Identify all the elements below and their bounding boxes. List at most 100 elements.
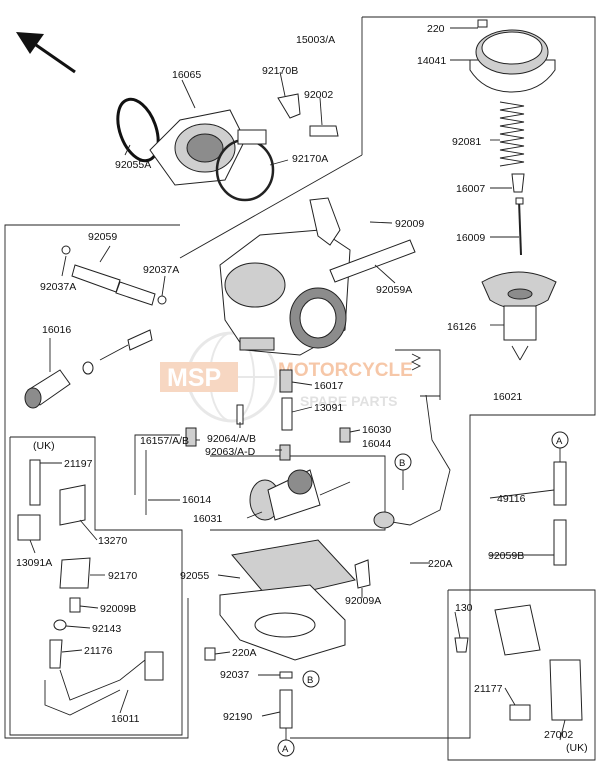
label-92059b: 92059B: [488, 550, 524, 562]
watermark-line2: SPARE PARTS: [300, 393, 398, 409]
label-13270: 13270: [98, 535, 127, 547]
label-220a-bottom: 220A: [232, 647, 257, 659]
spring-part: [499, 101, 525, 167]
part-labels: 220 15003/A 14041 16065 92170B 92002 920…: [16, 23, 588, 754]
label-92009a: 92009A: [345, 595, 381, 607]
label-16065: 16065: [172, 69, 201, 81]
jet-part-4: [185, 427, 197, 447]
sensor-part: [29, 459, 41, 506]
label-92059: 92059: [88, 231, 117, 243]
label-49116: 49116: [497, 493, 526, 505]
callout-a-bottom: A: [277, 728, 295, 757]
svg-text:A: A: [282, 744, 289, 755]
label-130: 130: [455, 602, 473, 614]
svg-text:B: B: [307, 675, 313, 686]
label-16014: 16014: [182, 494, 211, 506]
needle-holder-part: [511, 173, 525, 193]
label-16017: 16017: [314, 380, 343, 392]
watermark-line1: MOTORCYCLE: [278, 360, 413, 381]
uk-label-bottom: (UK): [566, 742, 588, 754]
label-92143: 92143: [92, 623, 121, 635]
heater-part: [49, 639, 63, 669]
bolt-part: [309, 125, 339, 137]
label-92037: 92037: [220, 669, 249, 681]
callout-b-mid: B: [394, 453, 412, 490]
hose-clamp-part: [215, 129, 275, 202]
watermark: MSP MOTORCYCLE SPARE PARTS: [160, 331, 413, 423]
clip-part-2: [17, 514, 41, 541]
label-16044: 16044: [362, 438, 391, 450]
bolt-part-2: [69, 597, 81, 613]
label-16007: 16007: [456, 183, 485, 195]
label-15003-a: 15003/A: [296, 34, 335, 46]
float-bowl-part: [219, 539, 371, 661]
label-16009: 16009: [456, 232, 485, 244]
label-21177: 21177: [474, 683, 503, 695]
label-92009b: 92009B: [100, 603, 136, 615]
label-13091: 13091: [314, 402, 343, 414]
jet-part-3: [236, 404, 244, 425]
starter-plunger-part: [24, 329, 153, 409]
label-14041: 14041: [417, 55, 446, 67]
label-16011: 16011: [111, 713, 140, 725]
label-220a-mid: 220A: [428, 558, 453, 570]
label-92081: 92081: [452, 136, 481, 148]
bracket-part: [59, 484, 86, 526]
lever-spring-part: [373, 353, 451, 529]
label-92055: 92055: [180, 570, 209, 582]
label-16126: 16126: [447, 321, 476, 333]
label-16021: 16021: [493, 391, 522, 403]
uk-label-top: (UK): [33, 440, 55, 452]
label-92190: 92190: [223, 711, 252, 723]
label-92002: 92002: [304, 89, 333, 101]
jet-part-2: [281, 397, 293, 431]
jet-part-5: [279, 444, 291, 461]
label-21197: 21197: [64, 458, 93, 470]
holder-part: [59, 557, 91, 589]
washer-part: [279, 671, 293, 679]
connector-part: [144, 651, 164, 681]
label-92063: 92063/A-D: [205, 446, 256, 458]
diaphragm-part: [481, 271, 557, 361]
watermark-badge: MSP: [167, 364, 221, 392]
parts: [17, 19, 583, 729]
o-ring-part: [116, 97, 160, 163]
nut-part: [53, 619, 67, 631]
label-21176: 21176: [84, 645, 113, 657]
callout-a-top: A: [551, 431, 569, 462]
label-13091a: 13091A: [16, 557, 52, 569]
label-92059a: 92059A: [376, 284, 412, 296]
screw-part: [454, 637, 469, 653]
connector-part-2: [509, 704, 531, 721]
controller-part: [494, 604, 541, 656]
drain-tube-part: [279, 689, 293, 729]
hose-part-3: [329, 239, 416, 283]
leader-lines: [29, 27, 566, 741]
label-16030: 16030: [362, 424, 391, 436]
label-16031: 16031: [193, 513, 222, 525]
svg-text:A: A: [556, 436, 563, 447]
label-92064: 92064/A/B: [207, 433, 256, 445]
label-27002: 27002: [544, 729, 573, 741]
label-92170a: 92170A: [292, 153, 328, 165]
wire-harness-part: [44, 659, 146, 716]
drain-screw-part: [204, 647, 216, 661]
arrow-up-left-icon: [16, 32, 76, 74]
label-220-top: 220: [427, 23, 445, 35]
tube-part: [553, 519, 567, 566]
jet-part: [279, 369, 293, 393]
jet-part-6: [339, 427, 351, 443]
pin-part: [553, 461, 567, 506]
frame-lines: [4, 16, 596, 761]
label-92037a-left: 92037A: [40, 281, 76, 293]
jet-needle-part: [515, 197, 524, 256]
label-16016: 16016: [42, 324, 71, 336]
label-92037a-right: 92037A: [143, 264, 179, 276]
label-92170b: 92170B: [262, 65, 298, 77]
air-vent-tube-part: [249, 469, 351, 521]
top-cap-part: [469, 19, 556, 93]
label-92055a: 92055A: [115, 159, 151, 171]
svg-text:B: B: [399, 458, 405, 469]
label-16157: 16157/A/B: [140, 435, 189, 447]
